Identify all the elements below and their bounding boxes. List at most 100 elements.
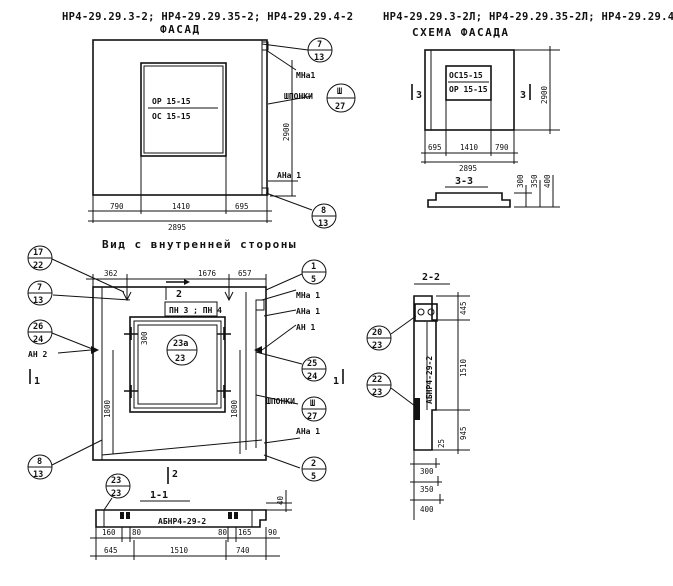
title-inner-view: Вид с внутренней стороны xyxy=(102,238,297,251)
inner-callout-17-22: 17 22 xyxy=(27,245,53,271)
inner-label-an1: АН 1 xyxy=(296,323,315,332)
inner-leader-8 xyxy=(51,439,103,466)
facade-leader-mna xyxy=(265,49,297,71)
inner-window-outer xyxy=(129,316,226,413)
inner-label-shponki: ШПОНКИ xyxy=(266,397,295,406)
section1-rebar-label: АБНР4-29-2 xyxy=(158,517,206,526)
inner-label-mna: МНа 1 xyxy=(296,291,320,300)
scheme-dim-height: 2900 xyxy=(540,85,549,104)
scheme-dim-right: 790 xyxy=(495,143,509,152)
facade-dim-left: 790 xyxy=(110,202,124,211)
section1-dim-80b: 80 xyxy=(218,528,228,537)
svg-text:Ш: Ш xyxy=(337,87,342,97)
section1-dim-80a: 80 xyxy=(132,528,142,537)
inner-leader-7 xyxy=(52,294,131,301)
inner-leader-mna xyxy=(261,289,297,301)
section2-top-block xyxy=(414,303,438,322)
scheme-panel-outline xyxy=(424,49,515,131)
facade-window-label-1: ОР 15-15 xyxy=(152,97,191,106)
facade-label-shponki: ШПОНКИ xyxy=(284,92,313,101)
svg-text:23: 23 xyxy=(372,341,382,351)
inner-callout-25-24: 25 24 xyxy=(301,356,327,382)
svg-text:Ш: Ш xyxy=(310,399,315,409)
svg-text:13: 13 xyxy=(318,219,328,229)
svg-text:23: 23 xyxy=(111,476,121,486)
inner-dim-top-mid: 1676 xyxy=(198,269,217,278)
title-section-3: 3-3 xyxy=(455,176,473,187)
scheme-dim-mid: 1410 xyxy=(460,143,479,152)
svg-text:7: 7 xyxy=(37,283,42,293)
facade-scheme-view: ОС15-15 ОР 15-15 3 3 2900 695 1410 790 2… xyxy=(411,46,560,208)
section1-callout-23-23: 23 23 xyxy=(105,473,131,499)
inner-window-clip-br xyxy=(217,385,231,398)
title-facade-scheme: СХЕМА ФАСАДА xyxy=(412,26,509,39)
svg-text:20: 20 xyxy=(372,328,382,338)
svg-text:5: 5 xyxy=(311,275,316,285)
svg-text:24: 24 xyxy=(33,335,43,345)
section-1-1: 2 1-1 23 23 АБНР4-29-2 40 160 80 xyxy=(90,467,292,560)
inner-callout-2-5: 2 5 xyxy=(301,456,327,482)
facade-dim-total: 2895 xyxy=(168,223,186,232)
facade-window-label-2: ОС 15-15 xyxy=(152,112,191,121)
scheme-dim-left: 695 xyxy=(428,143,442,152)
scheme-window-label-1: ОС15-15 xyxy=(449,71,483,80)
svg-text:2: 2 xyxy=(311,459,316,469)
section2-dim-25: 25 xyxy=(437,439,446,448)
section1-cut-num: 2 xyxy=(172,469,178,480)
inner-anchor-loop-2 xyxy=(224,291,234,302)
scheme-cut-left: 3 xyxy=(416,90,422,101)
inner-dim-right-h: 1800 xyxy=(230,399,239,418)
facade-dim-mid: 1410 xyxy=(172,202,191,211)
section2-dim-445: 445 xyxy=(459,301,468,315)
inner-dim-top-left: 362 xyxy=(104,269,118,278)
section1-dim-645: 645 xyxy=(104,546,118,555)
svg-text:1: 1 xyxy=(311,262,316,272)
inner-callout-7-13: 7 13 xyxy=(27,280,53,306)
title-left-marks: НР4-29.29.3-2; НР4-29.29.35-2; НР4-29.29… xyxy=(62,11,353,23)
inner-dim-top-right: 657 xyxy=(238,269,252,278)
svg-text:26: 26 xyxy=(33,322,43,332)
inner-bottom-diag xyxy=(101,439,263,456)
inner-callout-shponki-27: Ш 27 xyxy=(301,396,327,422)
inner-leader-1 xyxy=(265,273,303,291)
facade-dim-right: 695 xyxy=(235,202,249,211)
title-section-2: 2-2 xyxy=(422,272,440,283)
inner-callout-23a-23: 23а 23 xyxy=(166,334,198,366)
scheme-cut-right: 3 xyxy=(520,90,526,101)
inner-leader-25 xyxy=(255,351,303,365)
facade-leader-top xyxy=(261,43,309,51)
svg-text:23а: 23а xyxy=(173,339,188,349)
inner-window-inner xyxy=(137,324,218,405)
facade-callout-8-13: 8 13 xyxy=(311,203,337,229)
inner-leader-ana-bottom xyxy=(263,437,301,444)
section1-rebar-2 xyxy=(126,512,130,519)
section3-profile xyxy=(427,192,511,208)
inner-callout-26-24: 26 24 xyxy=(27,319,53,345)
svg-text:25: 25 xyxy=(307,359,317,369)
section1-dim-40: 40 xyxy=(276,495,285,505)
svg-text:13: 13 xyxy=(314,53,324,63)
section2-callout-22-23: 22 23 xyxy=(366,372,392,398)
svg-text:23: 23 xyxy=(175,354,185,364)
inner-window-clip-tr xyxy=(217,327,231,340)
title-right-marks: НР4-29.29.3-2Л; НР4-29.29.35-2Л; НР4-29.… xyxy=(383,11,673,23)
section2-bottom-block xyxy=(414,398,420,420)
inner-panel-outline xyxy=(92,286,267,461)
inner-edge-bracket xyxy=(255,299,265,311)
section2-rebar-label: АБНР4-29-2 xyxy=(425,356,434,404)
section2-leader-20 xyxy=(390,315,417,335)
inner-window-clip-tl xyxy=(124,327,138,340)
svg-text:27: 27 xyxy=(335,102,345,112)
inner-callout-1-5: 1 5 xyxy=(301,259,327,285)
section2-dim-400: 400 xyxy=(420,505,434,514)
section1-leader-23 xyxy=(103,497,113,511)
inner-cut-right: 1 xyxy=(333,376,339,387)
inner-label-an2: АН 2 xyxy=(28,350,47,359)
facade-label-mna: МНа1 xyxy=(296,71,315,80)
svg-text:7: 7 xyxy=(317,40,322,50)
facade-leader-shponki xyxy=(267,95,313,105)
inner-cut-top-head xyxy=(184,279,190,285)
facade-callout-shponki-27: Ш 27 xyxy=(326,83,356,113)
inner-leader-an2 xyxy=(57,349,92,354)
